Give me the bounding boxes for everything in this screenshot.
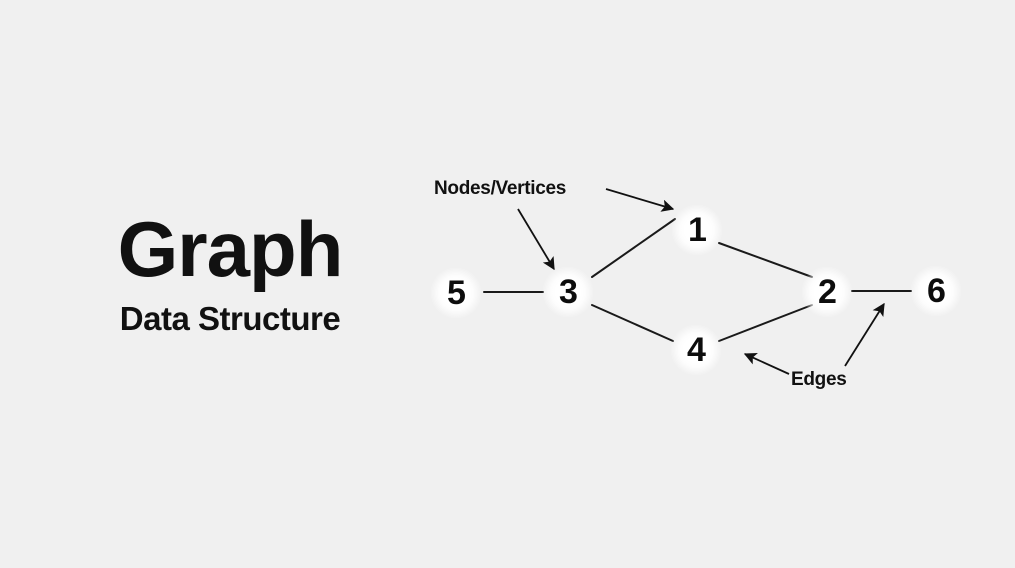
graph-node-1[interactable]: 1 (671, 204, 723, 256)
graph-node-2[interactable]: 2 (801, 266, 853, 318)
graph-node-label-2: 2 (818, 273, 837, 311)
graph-edge-1-2 (718, 242, 813, 278)
annotation-arrow-nodes-vertices-2 (517, 208, 555, 271)
graph-node-label-3: 3 (559, 273, 578, 311)
graph-node-label-1: 1 (688, 211, 707, 249)
annotation-nodes-vertices: Nodes/Vertices (434, 178, 567, 199)
graph-node-label-6: 6 (927, 272, 946, 310)
graph-node-4[interactable]: 4 (670, 324, 722, 376)
graph-node-3[interactable]: 3 (542, 266, 594, 318)
annotation-arrow-edges-1 (743, 352, 790, 375)
graph-edge-3-4 (591, 304, 674, 342)
edge-lines (483, 218, 912, 342)
graph-edge-4-2 (718, 304, 813, 342)
annotation-arrows (517, 188, 885, 375)
page-title: Graph (117, 205, 344, 293)
annotation-arrow-edges-2 (844, 302, 885, 367)
graph-edge-3-1 (591, 218, 676, 278)
graph-node-label-4: 4 (687, 331, 706, 369)
annotation-edges: Edges (791, 369, 847, 390)
title-block: Graph Data Structure (0, 210, 460, 335)
annotation-arrow-nodes-vertices-1 (605, 188, 675, 212)
page-subtitle: Data Structure (119, 300, 341, 337)
graph-node-label-5: 5 (447, 274, 466, 312)
graph-node-5[interactable]: 5 (430, 267, 482, 319)
graph-node-6[interactable]: 6 (910, 265, 962, 317)
